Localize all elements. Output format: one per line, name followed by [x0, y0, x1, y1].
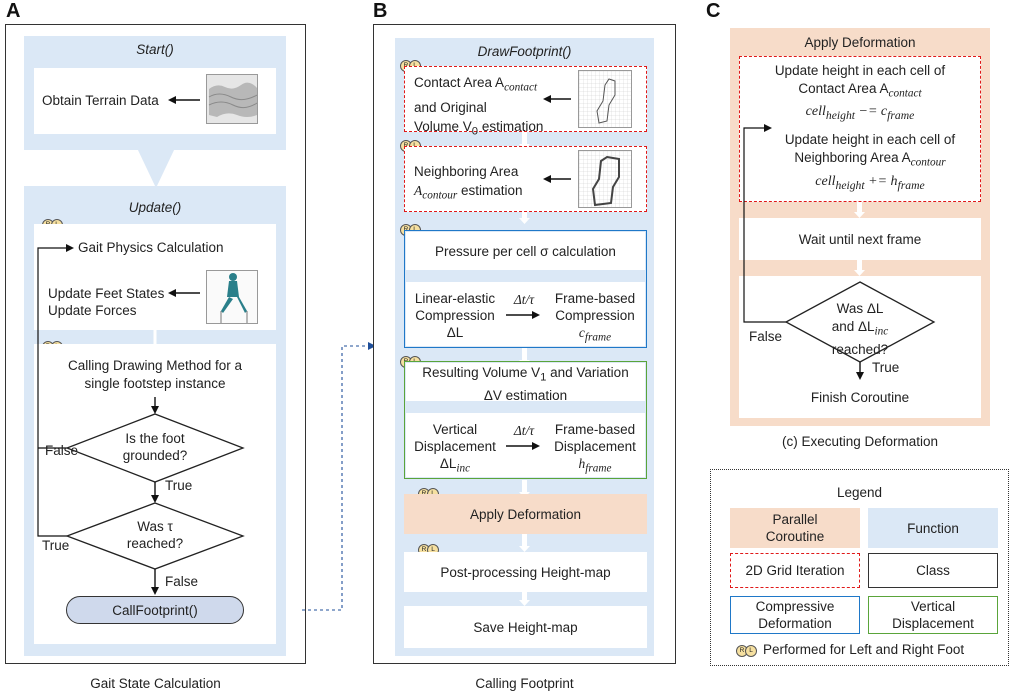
panel-b-caption: Calling Footprint [475, 676, 574, 691]
arrow-contact [543, 95, 571, 103]
terrain-thumbnail [206, 74, 258, 124]
arrow-compression [506, 311, 540, 319]
legend-grid-iteration: 2D Grid Iteration [730, 553, 860, 588]
true-label-1: True [165, 478, 193, 493]
walker-thumbnail [206, 270, 258, 324]
panel-c-caption: (c) Executing Deformation [781, 434, 939, 449]
legend-class: Class [868, 553, 998, 588]
pressure-box: Pressure per cell σ calculation [406, 232, 645, 270]
panel-b-letter: B [373, 0, 388, 22]
arrow-feet [168, 289, 200, 297]
arrow-terrain [168, 96, 200, 104]
obtain-terrain-label: Obtain Terrain Data [42, 93, 159, 108]
resulting-volume-box [406, 363, 645, 401]
displacement-row [406, 413, 645, 477]
update-contact-text: Update height in each cell of Contact Ar… [774, 63, 946, 100]
decision-reached-text: Was ΔL and ΔLinc reached? [831, 301, 889, 357]
legend-frame [710, 469, 1009, 666]
panel-a-letter: A [6, 0, 21, 22]
update-contour-text: Update height in each cell of Neighborin… [784, 132, 956, 169]
wait-frame-box: Wait until next frame [739, 218, 981, 260]
resulting-volume-label: Resulting Volume V1 and Variation ΔV est… [422, 365, 629, 403]
legend-function: Function [868, 508, 998, 548]
panel-c-flow [743, 124, 936, 380]
apply-deformation-title: Apply Deformation [804, 35, 916, 50]
panel-a-caption: Gait State Calculation [90, 676, 221, 691]
legend-performed: Performed for Left and Right Foot [763, 642, 965, 657]
contact-grid-thumbnail [578, 70, 632, 128]
connector-a-b [302, 342, 376, 611]
callout-triangle [137, 148, 175, 188]
update-title: Update() [128, 200, 182, 215]
apply-deformation-box: Apply Deformation [404, 494, 647, 534]
formula-contour: cellheight += hframe [815, 174, 925, 192]
gait-physics-label: Gait Physics Calculation [78, 240, 224, 255]
compression-row [406, 282, 645, 346]
ratio-label-2: Δt/τ [513, 423, 535, 438]
neighboring-area-label: Neighboring Area Acontour estimation [414, 164, 523, 202]
true-label-c: True [872, 360, 900, 375]
panel-a-flow [37, 244, 245, 595]
post-processing-box: Post-processing Height-map [404, 552, 647, 592]
start-title: Start() [136, 42, 174, 57]
false-label-1: False [45, 443, 79, 458]
grid-iteration-box [739, 56, 981, 202]
drawfootprint-title: DrawFootprint() [477, 44, 572, 59]
callfootprint-node: CallFootprint() [66, 596, 244, 624]
save-heightmap-box: Save Height-map [404, 606, 647, 648]
contact-area-label: Contact Area Acontact and Original Volum… [414, 75, 544, 138]
false-label-c: False [749, 329, 783, 344]
false-label-2: False [165, 574, 199, 589]
formula-contact: cellheight −= cframe [805, 104, 915, 122]
neighbor-grid-thumbnail [578, 150, 632, 208]
ratio-label-1: Δt/τ [513, 292, 535, 307]
legend-title: Legend [836, 485, 883, 500]
arrow-neighbor [543, 175, 571, 183]
true-label-2: True [42, 538, 70, 553]
arrow-displacement [506, 442, 540, 450]
finish-coroutine-label: Finish Coroutine [810, 390, 910, 405]
panel-c-letter: C [706, 0, 721, 22]
